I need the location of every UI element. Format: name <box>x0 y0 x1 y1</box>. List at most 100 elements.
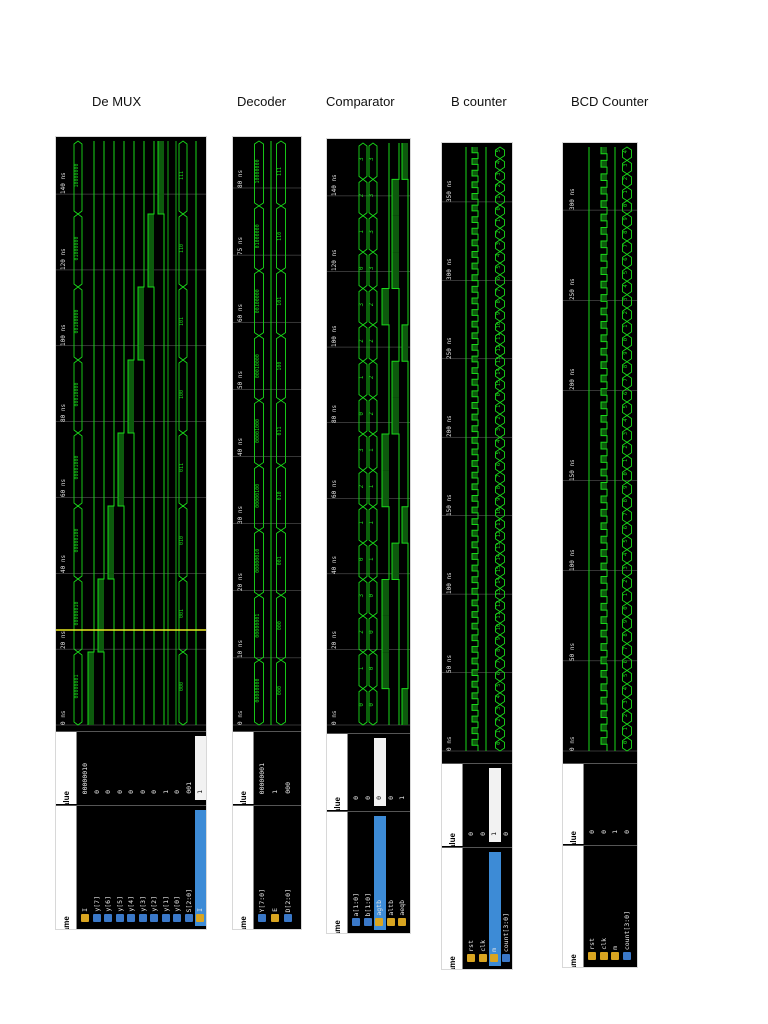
signal-name-m[interactable]: m <box>610 850 622 964</box>
signal-value-count-3-0[interactable]: 0 <box>501 832 510 836</box>
name-column-header[interactable]: Name <box>233 806 254 929</box>
bcounter-clk-high-fill <box>472 425 478 432</box>
signal-name-d-2-0[interactable]: D[2:0] <box>283 810 295 926</box>
decoder-d-bus-value-label: 000 <box>277 686 283 695</box>
signal-value-aeqb[interactable]: 1 <box>398 796 406 800</box>
signal-value-y-0[interactable]: 0 <box>173 790 181 794</box>
signal-value-y-7-0[interactable]: 00000001 <box>258 762 266 794</box>
bcounter-clk-high-fill <box>472 263 478 269</box>
bcd-count-bus-segment: 0 <box>622 200 632 215</box>
signal-value-i[interactable]: 00000010 <box>81 762 89 794</box>
signal-value-count-3-0[interactable]: 0 <box>622 830 631 834</box>
name-column-header[interactable]: Name <box>327 812 348 933</box>
signal-value-y-6[interactable]: 0 <box>104 790 112 794</box>
signal-name-y-4[interactable]: y[4] <box>126 810 138 926</box>
bcounter-clk-high-fill <box>472 356 478 362</box>
signal-name-y-6[interactable]: y[6] <box>103 810 115 926</box>
signal-name-s-2-0[interactable]: S[2:0] <box>184 810 196 926</box>
bcounter-count-bus-segment: 0 <box>495 204 505 218</box>
signal-value-y-4[interactable]: 0 <box>127 790 135 794</box>
signal-value-e[interactable]: 1 <box>271 790 279 794</box>
signal-value-m[interactable]: 1 <box>611 830 619 834</box>
bcd-count-bus-segment: 9 <box>622 482 632 497</box>
decoder-d-bus-segment: 001 <box>276 529 286 596</box>
value-column-header[interactable]: Value <box>233 732 254 804</box>
bcounter-count-bus-segment: 1 <box>495 192 505 206</box>
signal-value-d-2-0[interactable]: 000 <box>284 782 292 794</box>
signal-value-y-5[interactable]: 0 <box>115 790 124 794</box>
signal-name-clk[interactable]: clk <box>599 850 611 964</box>
bcd-count-bus-value-label: 6 <box>623 660 629 663</box>
decoder-y-bus-segment: 00000001 <box>254 594 264 661</box>
bcounter-count-bus-value-label: 10 <box>496 624 502 631</box>
value-column-header[interactable]: Value <box>56 732 77 804</box>
bcounter-count-bus-segment: 10 <box>495 622 505 636</box>
signal-value-a-1-0[interactable]: 0 <box>352 796 360 800</box>
bcd-time-tick-label: 200 ns <box>569 368 576 391</box>
signal-value-rst[interactable]: 0 <box>467 832 475 836</box>
signal-value-altb[interactable]: 0 <box>386 796 395 800</box>
signal-name-y-3[interactable]: y[3] <box>138 810 150 926</box>
signal-value-clk[interactable]: 0 <box>599 830 608 834</box>
bus-signal-icon <box>138 914 147 922</box>
signal-name-rst[interactable]: rst <box>587 850 599 964</box>
signal-name-y-1[interactable]: y[1] <box>161 810 173 926</box>
comparator-b-bus-segment: 2 <box>368 397 378 435</box>
signal-name-clk[interactable]: clk <box>478 852 490 966</box>
signal-name-y-2[interactable]: y[2] <box>149 810 161 926</box>
signal-name-rst[interactable]: rst <box>466 852 478 966</box>
decoder-y-bus-value-label: 00000000 <box>255 679 261 703</box>
signal-value-b-1-0[interactable]: 0 <box>363 796 372 800</box>
signal-name-y-5[interactable]: y[5] <box>115 810 127 926</box>
signal-name-altb[interactable]: altb <box>386 816 398 930</box>
signal-name-agtb[interactable]: agtb <box>374 816 386 930</box>
bcd-count-bus-value-label: 3 <box>623 566 629 569</box>
signal-value-rst[interactable]: 0 <box>588 830 596 834</box>
value-column-header[interactable]: Value <box>442 764 463 846</box>
bcd-time-tick-label: 250 ns <box>569 278 576 301</box>
bcd-count-bus-segment: 4 <box>622 414 632 430</box>
comparator-a-bus-value-label: 2 <box>358 339 365 343</box>
demux-time-tick-label: 100 ns <box>60 324 67 346</box>
demux-y-bus-segment: 00010000 <box>73 359 83 434</box>
signal-name-y-7-0[interactable]: Y[7:0] <box>257 810 269 926</box>
name-column-header[interactable]: Name <box>56 806 77 929</box>
name-column-header[interactable]: Name <box>563 846 584 967</box>
value-column-header[interactable]: Value <box>563 764 584 844</box>
signal-name-i[interactable]: I <box>195 810 206 926</box>
signal-value-m[interactable]: 1 <box>489 768 501 842</box>
signal-value-y-2[interactable]: 0 <box>150 790 158 794</box>
signal-value-agtb[interactable]: 0 <box>374 738 386 806</box>
bcd-clk-high-fill <box>601 187 607 194</box>
signal-value-s-2-0[interactable]: 001 <box>184 782 193 794</box>
signal-name-b-1-0[interactable]: b[1:0] <box>363 816 375 930</box>
decoder-values-pane: Value 00000001 1 000 <box>233 731 301 804</box>
signal-name-count-3-0[interactable]: count[3:0] <box>622 850 634 964</box>
bcd-clk-high-fill <box>601 200 607 208</box>
bus-signal-icon <box>284 914 292 922</box>
signal-value-y-7[interactable]: 0 <box>92 790 101 794</box>
bcounter-clk-high-fill <box>472 483 478 490</box>
demux-y-bus-segment: 00001000 <box>73 432 83 507</box>
signal-value-i[interactable]: 1 <box>195 736 206 800</box>
demux-s-bus-value-label: 010 <box>179 536 185 545</box>
decoder-d-bus-value-label: 100 <box>277 362 283 371</box>
name-column-header[interactable]: Name <box>442 848 463 969</box>
signal-name-y-7[interactable]: y[7] <box>92 810 104 926</box>
signal-value-y-3[interactable]: 0 <box>138 790 147 794</box>
bcd-count-bus-segment: 7 <box>622 508 632 524</box>
signal-name-count-3-0[interactable]: count[3:0] <box>501 852 513 966</box>
signal-name-i[interactable]: I <box>80 810 92 926</box>
comparator-b-bus-segment: 3 <box>368 215 378 253</box>
signal-name-e[interactable]: E <box>270 810 282 926</box>
signal-name-a-1-0[interactable]: a[1:0] <box>351 816 363 930</box>
value-column-header[interactable]: Value <box>327 734 348 810</box>
signal-name-y-0[interactable]: y[0] <box>172 810 184 926</box>
bcd-count-bus-value-label: 0 <box>623 338 629 341</box>
bcounter-count-bus-segment: 2 <box>495 413 505 427</box>
signal-name-aeqb[interactable]: aeqb <box>397 816 409 930</box>
signal-name-m[interactable]: m <box>489 852 501 966</box>
signal-value-clk[interactable]: 0 <box>478 832 487 836</box>
decoder-d-bus-segment: 010 <box>276 464 286 531</box>
signal-value-y-1[interactable]: 1 <box>161 790 170 794</box>
